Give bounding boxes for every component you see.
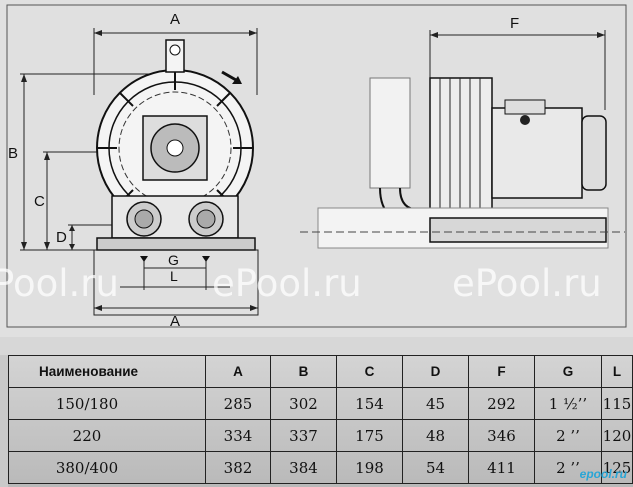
watermark: ePool.ru — [212, 262, 362, 305]
dim-label-c: C — [34, 193, 45, 210]
table-cell: 2 ’’ — [534, 451, 602, 484]
blower-diagram: A B C D G L A F — [6, 4, 627, 330]
table-cell: 302 — [270, 387, 337, 420]
table-cell: 411 — [468, 451, 535, 484]
dim-label-l: L — [170, 268, 178, 284]
table-cell: 150/180 — [8, 387, 206, 420]
table-cell: 334 — [205, 419, 271, 452]
dim-label-d: D — [56, 229, 67, 246]
dim-label-b: B — [8, 145, 18, 162]
dim-label-a-bottom: A — [170, 313, 180, 330]
dim-label-a-top: A — [170, 11, 180, 28]
table-cell: 292 — [468, 387, 535, 420]
watermark: ePool.ru — [452, 262, 602, 305]
table-cell: 120 — [601, 419, 633, 452]
table-cell: 337 — [270, 419, 337, 452]
table-row: 380/400 382 384 198 54 411 2 ’’ 125 — [8, 451, 633, 484]
table-header-row: Наименование A B C D F G L — [8, 355, 633, 388]
table-row: 220 334 337 175 48 346 2 ’’ 120 — [8, 419, 633, 452]
table-cell: 382 — [205, 451, 271, 484]
separator — [0, 337, 633, 355]
col-header-g: G — [534, 355, 602, 388]
table-cell: 54 — [402, 451, 469, 484]
table-cell: 380/400 — [8, 451, 206, 484]
col-header-b: B — [270, 355, 337, 388]
table-cell: 220 — [8, 419, 206, 452]
technical-drawing: A B C D G L A F Pool.ru ePool.ru ePool.r… — [0, 0, 633, 337]
table-cell: 2 ’’ — [534, 419, 602, 452]
col-header-a: A — [205, 355, 271, 388]
table-cell: 115 — [601, 387, 633, 420]
col-header-c: C — [336, 355, 403, 388]
table-cell: 285 — [205, 387, 271, 420]
col-header-name: Наименование — [8, 355, 206, 388]
table-cell: 154 — [336, 387, 403, 420]
col-header-l: L — [601, 355, 633, 388]
col-header-f: F — [468, 355, 535, 388]
col-header-d: D — [402, 355, 469, 388]
table-cell: 346 — [468, 419, 535, 452]
dim-label-f: F — [510, 15, 519, 32]
table-cell: 384 — [270, 451, 337, 484]
watermark: Pool.ru — [0, 262, 119, 305]
dimensions-table: Наименование A B C D F G L 150/180 285 3… — [8, 355, 633, 484]
table-cell: 125 — [601, 451, 633, 484]
table-row: 150/180 285 302 154 45 292 1 ½’’ 115 — [8, 387, 633, 420]
table-cell: 1 ½’’ — [534, 387, 602, 420]
dim-label-g: G — [168, 252, 179, 268]
table-cell: 175 — [336, 419, 403, 452]
dimensions-table-wrap: Наименование A B C D F G L 150/180 285 3… — [8, 355, 633, 487]
table-cell: 48 — [402, 419, 469, 452]
site-logo: epool.ru — [579, 467, 627, 481]
table-cell: 45 — [402, 387, 469, 420]
table-cell: 198 — [336, 451, 403, 484]
